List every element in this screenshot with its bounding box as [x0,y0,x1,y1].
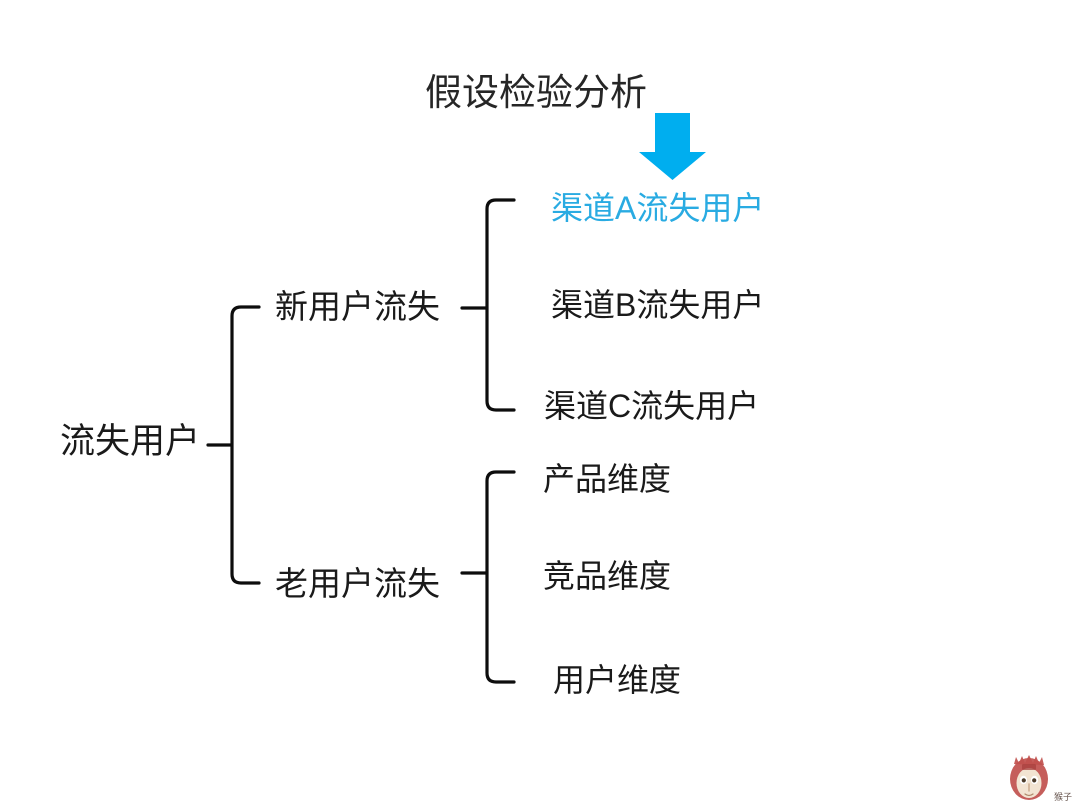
tree-leaf-product-dimension[interactable]: 产品维度 [543,461,672,497]
monkey-face-icon [1010,755,1048,800]
tree-branch-label-old-users[interactable]: 老用户流失 [275,565,440,602]
tree-leaf-channel-a[interactable]: 渠道A流失用户 [551,190,765,226]
down-arrow-icon [639,113,706,180]
page-title: 假设检验分析 [425,72,647,113]
tree-leaf-channel-b[interactable]: 渠道B流失用户 [551,287,765,323]
tree-leaf-competitor-dimension[interactable]: 竞品维度 [543,558,672,594]
tree-root-label[interactable]: 流失用户 [60,422,201,461]
tree-leaf-user-dimension[interactable]: 用户维度 [553,662,682,698]
watermark-label: 猴子 [1053,792,1072,802]
brace-branch-old-users [460,470,516,684]
tree-branch-label-new-users[interactable]: 新用户流失 [275,288,440,325]
tree-leaf-channel-c[interactable]: 渠道C流失用户 [544,388,760,424]
brace-branch-new-users [460,198,516,412]
brace-root [206,305,261,585]
